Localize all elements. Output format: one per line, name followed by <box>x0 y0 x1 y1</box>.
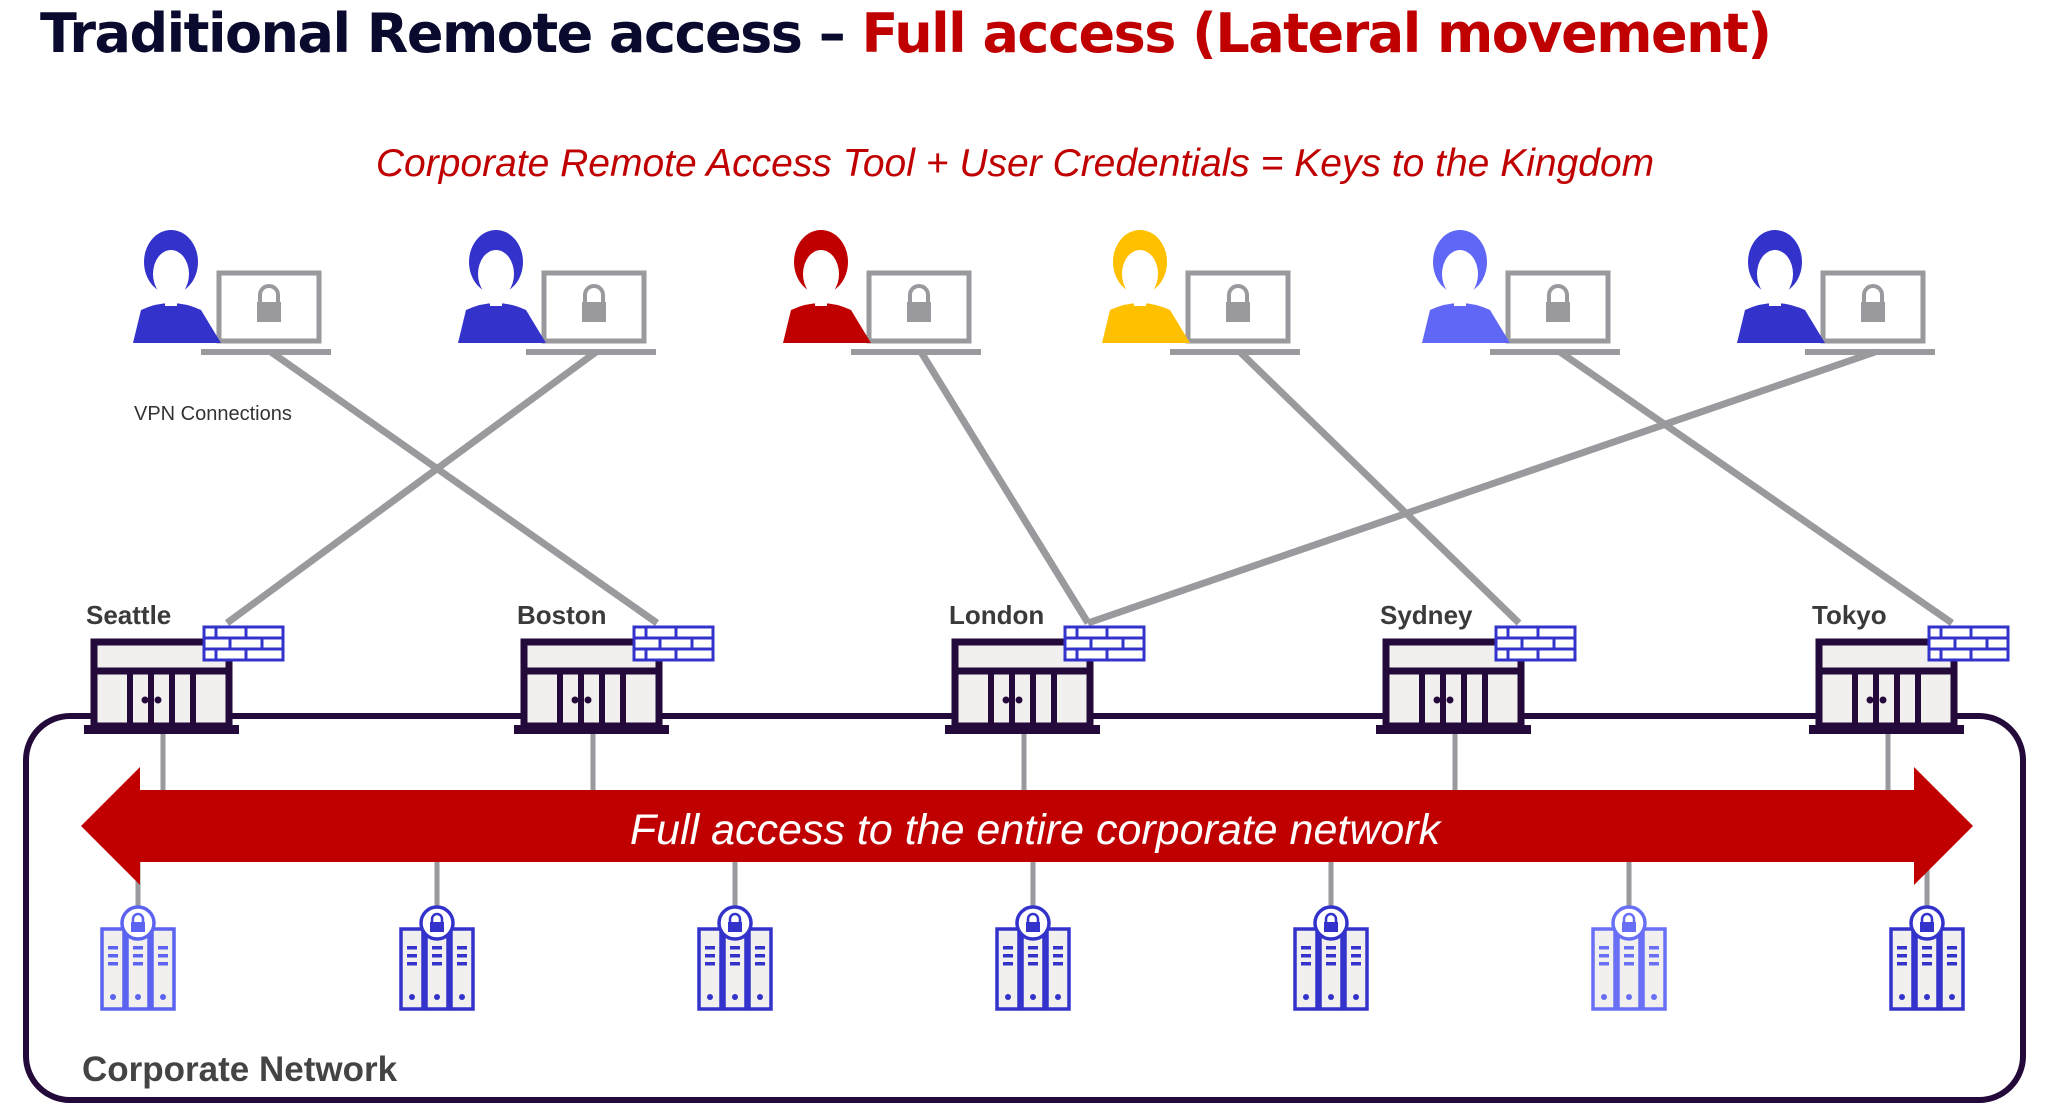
firewall-icon <box>1927 625 2010 662</box>
office-label-tokyo: Tokyo <box>1812 600 1887 630</box>
server-rack-icon <box>1591 905 1667 1011</box>
office-label-london: London <box>949 600 1045 630</box>
vpn-line <box>918 350 1091 625</box>
lock-badge-icon <box>419 905 455 941</box>
server-rack-icon <box>1293 905 1369 1011</box>
server-rack-icon <box>995 905 1071 1011</box>
office-building-boston <box>514 625 952 734</box>
servers-row <box>100 905 1965 1011</box>
person-icon <box>783 230 871 343</box>
user-man-beard <box>1422 230 1620 355</box>
laptop-icon <box>526 270 656 355</box>
padlock-icon <box>1546 284 1570 322</box>
building-icon <box>514 638 669 734</box>
person-icon <box>1737 230 1825 343</box>
office-building-london <box>945 625 1383 734</box>
padlock-icon <box>907 284 931 322</box>
office-building-seattle <box>84 625 521 734</box>
user-man-beard-glasses <box>458 230 656 355</box>
full-access-arrow <box>81 767 1973 885</box>
firewall-icon <box>202 625 285 662</box>
padlock-icon <box>1861 284 1885 322</box>
offices-row <box>70 625 2010 734</box>
laptop-icon <box>1490 270 1620 355</box>
lock-badge-icon <box>1015 905 1051 941</box>
arrow-caption: Full access to the entire corporate netw… <box>629 806 1441 854</box>
laptop-icon <box>851 270 981 355</box>
firewall-icon <box>1063 625 1146 662</box>
firewall-icon <box>632 625 715 662</box>
padlock-icon <box>1226 284 1250 322</box>
vpn-line <box>224 349 599 626</box>
server-rack-icon <box>399 905 475 1011</box>
user-woman-curly-hair <box>133 230 331 355</box>
vpn-line <box>1237 349 1522 626</box>
users-row <box>133 230 1935 355</box>
office-building-sydney <box>1376 625 1816 734</box>
person-icon <box>1422 230 1510 343</box>
server-rack-icon <box>1889 905 1965 1011</box>
padlock-icon <box>257 284 281 322</box>
laptop-icon <box>1805 270 1935 355</box>
office-building-tokyo <box>1809 625 2010 734</box>
vpn-line <box>1558 349 1954 626</box>
laptop-icon <box>201 270 331 355</box>
user-man-suit <box>783 230 981 355</box>
padlock-icon <box>582 284 606 322</box>
user-woman-long-hair <box>1102 230 1300 355</box>
firewall-icon <box>1494 625 1577 662</box>
server-rack-icon <box>697 905 773 1011</box>
vpn-connections-label: VPN Connections <box>134 403 292 425</box>
person-icon <box>458 230 546 343</box>
person-icon <box>1102 230 1190 343</box>
office-label-sydney: Sydney <box>1380 600 1473 630</box>
office-label-boston: Boston <box>517 600 607 630</box>
lock-badge-icon <box>1909 905 1945 941</box>
lock-badge-icon <box>1313 905 1349 941</box>
laptop-icon <box>1170 270 1300 355</box>
vpn-connection-lines <box>224 348 1954 627</box>
server-rack-icon <box>100 905 176 1011</box>
title-accent: Full access (Lateral movement) <box>861 2 1773 65</box>
lock-badge-icon <box>1611 905 1647 941</box>
corporate-network-label: Corporate Network <box>82 1050 398 1089</box>
building-icon <box>1809 638 1964 734</box>
vpn-line <box>268 349 660 626</box>
lock-badge-icon <box>717 905 753 941</box>
vpn-line <box>1086 348 1877 627</box>
title-main: Traditional Remote access – <box>40 2 862 65</box>
person-icon <box>133 230 221 343</box>
user-woman-bun <box>1737 230 1935 355</box>
lock-badge-icon <box>120 905 156 941</box>
page-title: Traditional Remote access – Full access … <box>40 2 1773 65</box>
subtitle: Corporate Remote Access Tool + User Cred… <box>375 142 1655 185</box>
office-label-seattle: Seattle <box>86 600 172 630</box>
